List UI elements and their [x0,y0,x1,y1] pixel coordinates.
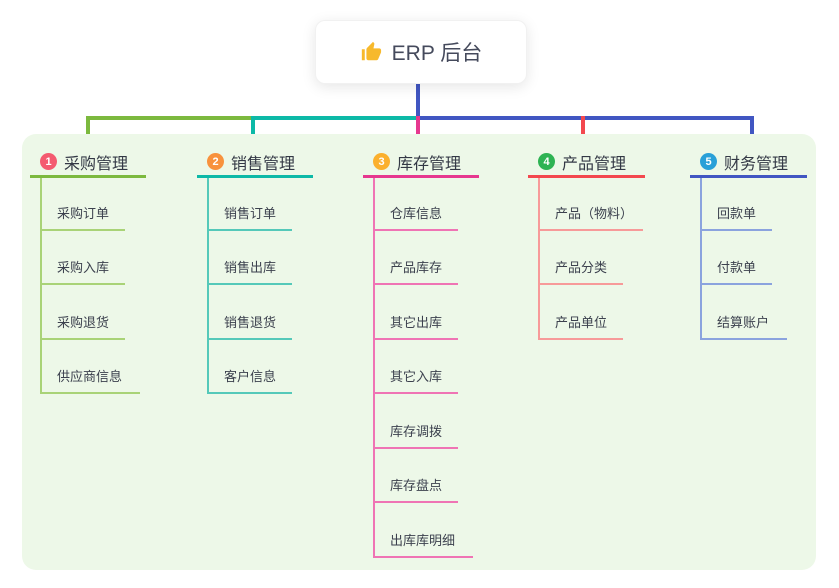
branch-underline-1 [30,175,146,178]
branch-label: 销售管理 [231,155,296,173]
child-node[interactable]: 付款单 [700,251,772,285]
branches-panel [22,134,816,570]
child-node[interactable]: 产品库存 [373,251,458,285]
child-label: 回款单 [717,206,757,221]
child-label: 产品单位 [555,315,608,330]
branch-underline-3 [363,175,479,178]
child-label: 销售出库 [224,260,277,275]
child-node[interactable]: 产品（物料） [538,197,643,231]
child-node[interactable]: 仓库信息 [373,197,458,231]
child-node[interactable]: 其它入库 [373,360,458,394]
branch-label: 采购管理 [64,155,129,173]
branch-number-badge: 5 [700,153,717,170]
child-node[interactable]: 产品分类 [538,251,623,285]
branch-number-badge: 4 [538,153,555,170]
child-label: 产品分类 [555,260,608,275]
child-node[interactable]: 供应商信息 [40,360,140,394]
bus-line-green [86,116,253,120]
child-node[interactable]: 产品单位 [538,306,623,340]
branch-rail-1 [40,178,42,394]
branch-node-finance[interactable]: 5 财务管理 [690,148,788,175]
thumbs-up-icon [360,41,382,63]
child-node[interactable]: 结算账户 [700,306,787,340]
child-node[interactable]: 库存盘点 [373,469,458,503]
child-label: 其它入库 [390,369,443,384]
child-label: 采购入库 [57,260,110,275]
child-node[interactable]: 其它出库 [373,306,458,340]
child-label: 采购退货 [57,315,110,330]
child-node[interactable]: 采购订单 [40,197,125,231]
branch-underline-5 [690,175,807,178]
child-label: 结算账户 [717,315,770,330]
child-label: 仓库信息 [390,206,443,221]
child-node[interactable]: 客户信息 [207,360,292,394]
bus-line-teal [251,116,419,120]
branch-number-badge: 1 [40,153,57,170]
child-node[interactable]: 回款单 [700,197,772,231]
branch-node-purchase[interactable]: 1 采购管理 [30,148,128,175]
child-label: 采购订单 [57,206,110,221]
root-node[interactable]: ERP 后台 [315,20,527,84]
branch-number-badge: 2 [207,153,224,170]
child-label: 供应商信息 [57,369,123,384]
bus-line-blue [418,116,754,120]
child-label: 付款单 [717,260,757,275]
branch-underline-2 [197,175,313,178]
child-node[interactable]: 库存调拨 [373,415,458,449]
child-label: 产品（物料） [555,206,634,221]
branch-node-sales[interactable]: 2 销售管理 [197,148,295,175]
child-node[interactable]: 采购入库 [40,251,125,285]
child-label: 销售退货 [224,315,277,330]
branch-rail-4 [538,178,540,340]
child-node[interactable]: 销售出库 [207,251,292,285]
child-label: 其它出库 [390,315,443,330]
child-node[interactable]: 销售订单 [207,197,292,231]
child-node[interactable]: 出库库明细 [373,524,473,558]
branch-underline-4 [528,175,645,178]
child-label: 库存盘点 [390,478,443,493]
child-label: 客户信息 [224,369,277,384]
branch-node-product[interactable]: 4 产品管理 [528,148,626,175]
child-node[interactable]: 销售退货 [207,306,292,340]
branch-label: 产品管理 [562,155,627,173]
child-label: 出库库明细 [390,533,456,548]
branch-rail-2 [207,178,209,394]
root-stem-line [416,82,420,118]
child-label: 库存调拨 [390,424,443,439]
child-label: 产品库存 [390,260,443,275]
branch-label: 财务管理 [724,155,789,173]
branch-number-badge: 3 [373,153,390,170]
branch-node-inventory[interactable]: 3 库存管理 [363,148,461,175]
branch-label: 库存管理 [397,155,462,173]
branch-rail-5 [700,178,702,340]
root-label: ERP 后台 [391,42,483,65]
child-label: 销售订单 [224,206,277,221]
branch-rail-3 [373,178,375,558]
child-node[interactable]: 采购退货 [40,306,125,340]
